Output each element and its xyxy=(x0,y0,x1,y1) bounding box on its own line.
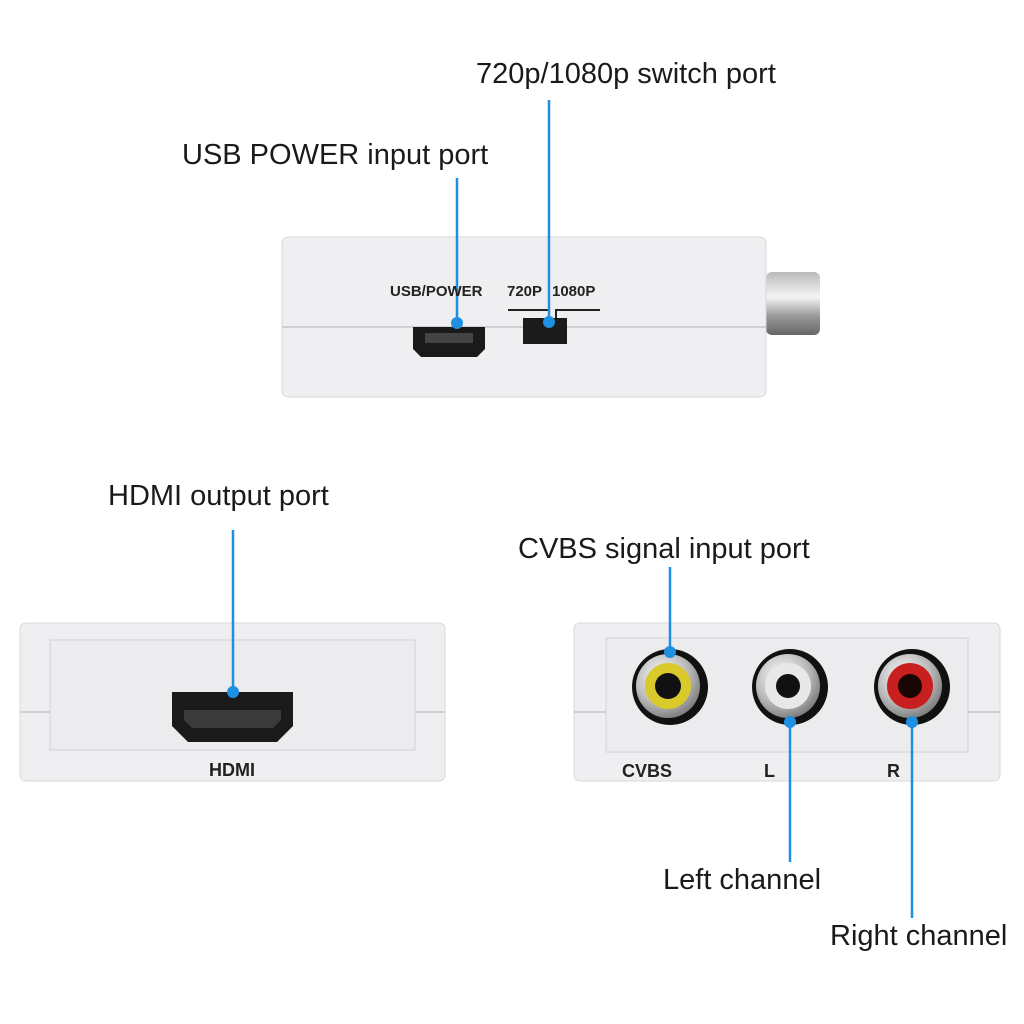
left-audio-jack xyxy=(752,649,828,725)
callout-lines xyxy=(227,100,918,918)
callout-usb-power: USB POWER input port xyxy=(182,139,489,171)
label-usb-power: USB/POWER xyxy=(390,283,483,300)
label-720p: 720P xyxy=(507,283,543,300)
right-audio-jack xyxy=(874,649,950,725)
label-left: L xyxy=(764,761,775,781)
callout-cvbs-input: CVBS signal input port xyxy=(518,533,810,565)
label-1080p: 1080P xyxy=(552,283,596,300)
label-right: R xyxy=(887,761,900,781)
label-hdmi: HDMI xyxy=(209,760,255,780)
rca-side-connector xyxy=(766,272,820,335)
callout-right-channel: Right channel xyxy=(830,920,1008,952)
callout-switch-port: 720p/1080p switch port xyxy=(476,58,776,90)
callout-left-channel: Left channel xyxy=(663,864,822,896)
label-cvbs: CVBS xyxy=(622,761,673,781)
callout-hdmi-output: HDMI output port xyxy=(108,480,329,512)
hdmi-device xyxy=(19,622,446,782)
av-device xyxy=(573,622,1001,782)
cvbs-jack xyxy=(632,649,708,725)
